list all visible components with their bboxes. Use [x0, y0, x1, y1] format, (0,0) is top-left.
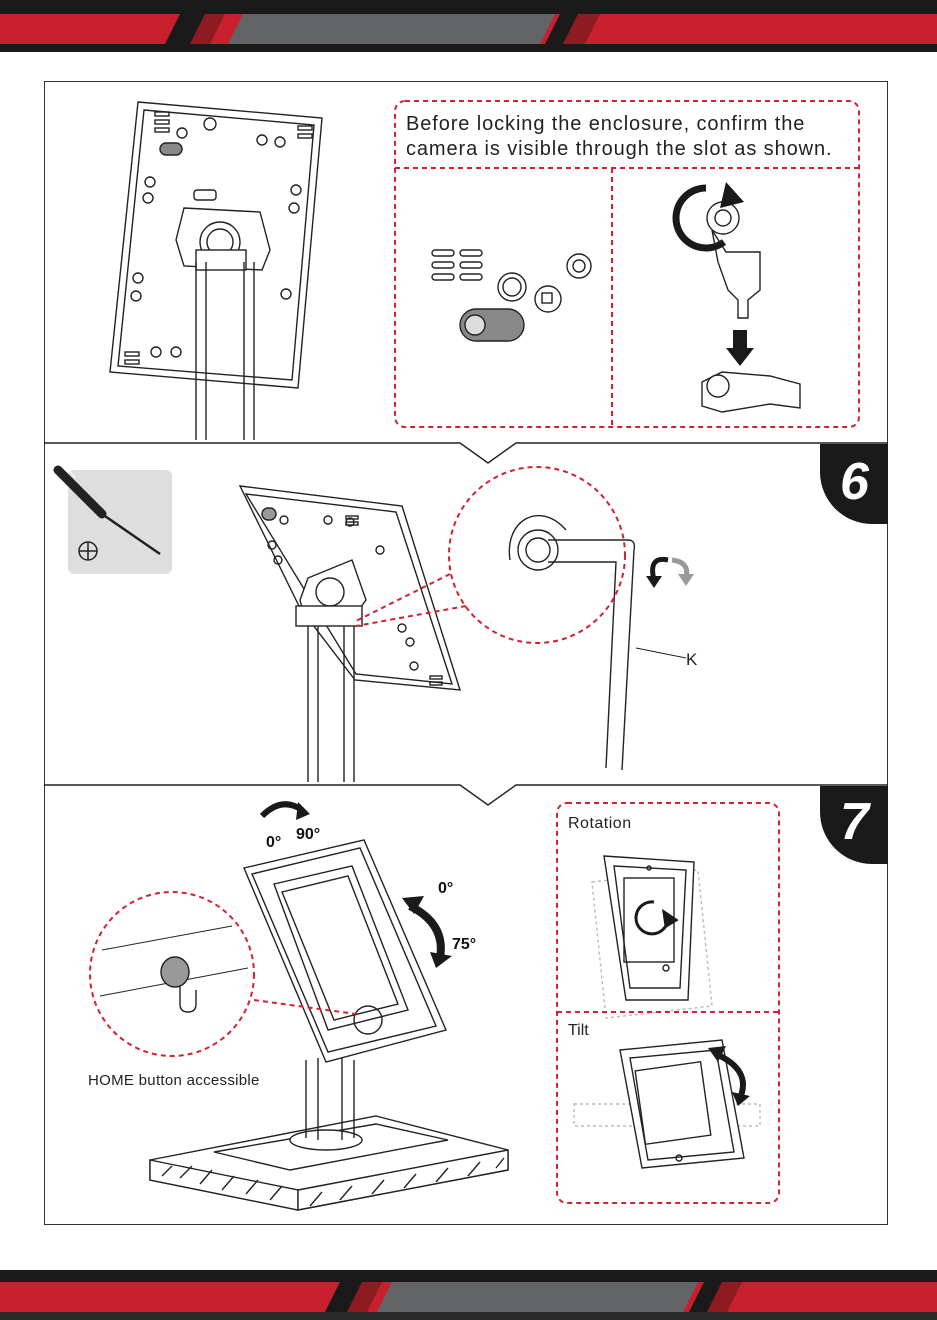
desk-stand-base [150, 840, 508, 1210]
rotation-arrow-icon [262, 802, 310, 820]
step-number-6: 6 [840, 452, 869, 512]
step-number-7: 7 [840, 792, 869, 852]
arrow-down-icon [726, 330, 754, 366]
tilt-end-degree: 75° [452, 936, 476, 954]
lock-closeup-left [432, 250, 591, 341]
allen-key-label: K [686, 650, 697, 670]
rotation-start-degree: 0° [266, 834, 281, 852]
lock-closeup-right [702, 202, 800, 412]
note-line-1: Before locking the enclosure, confirm th… [406, 112, 832, 137]
tilt-tablet [574, 1040, 760, 1168]
rotation-end-degree: 90° [296, 826, 320, 844]
divider-step6 [44, 443, 888, 463]
tilt-label: Tilt [568, 1022, 589, 1040]
tilt-start-degree: 0° [438, 880, 453, 898]
screwdriver-tool-card [58, 468, 172, 574]
tool-rotate-arrows [646, 559, 694, 588]
rotation-label: Rotation [568, 815, 632, 833]
home-button-label: HOME button accessible [88, 1072, 260, 1089]
phillips-head-symbol-icon [79, 542, 97, 560]
mount-bracket [176, 208, 270, 270]
footer-band [0, 1270, 937, 1320]
rotation-tablet [592, 856, 712, 1018]
camera-visibility-note: Before locking the enclosure, confirm th… [406, 112, 832, 162]
divider-step7 [44, 785, 888, 805]
note-line-2: camera is visible through the slot as sh… [406, 137, 832, 162]
